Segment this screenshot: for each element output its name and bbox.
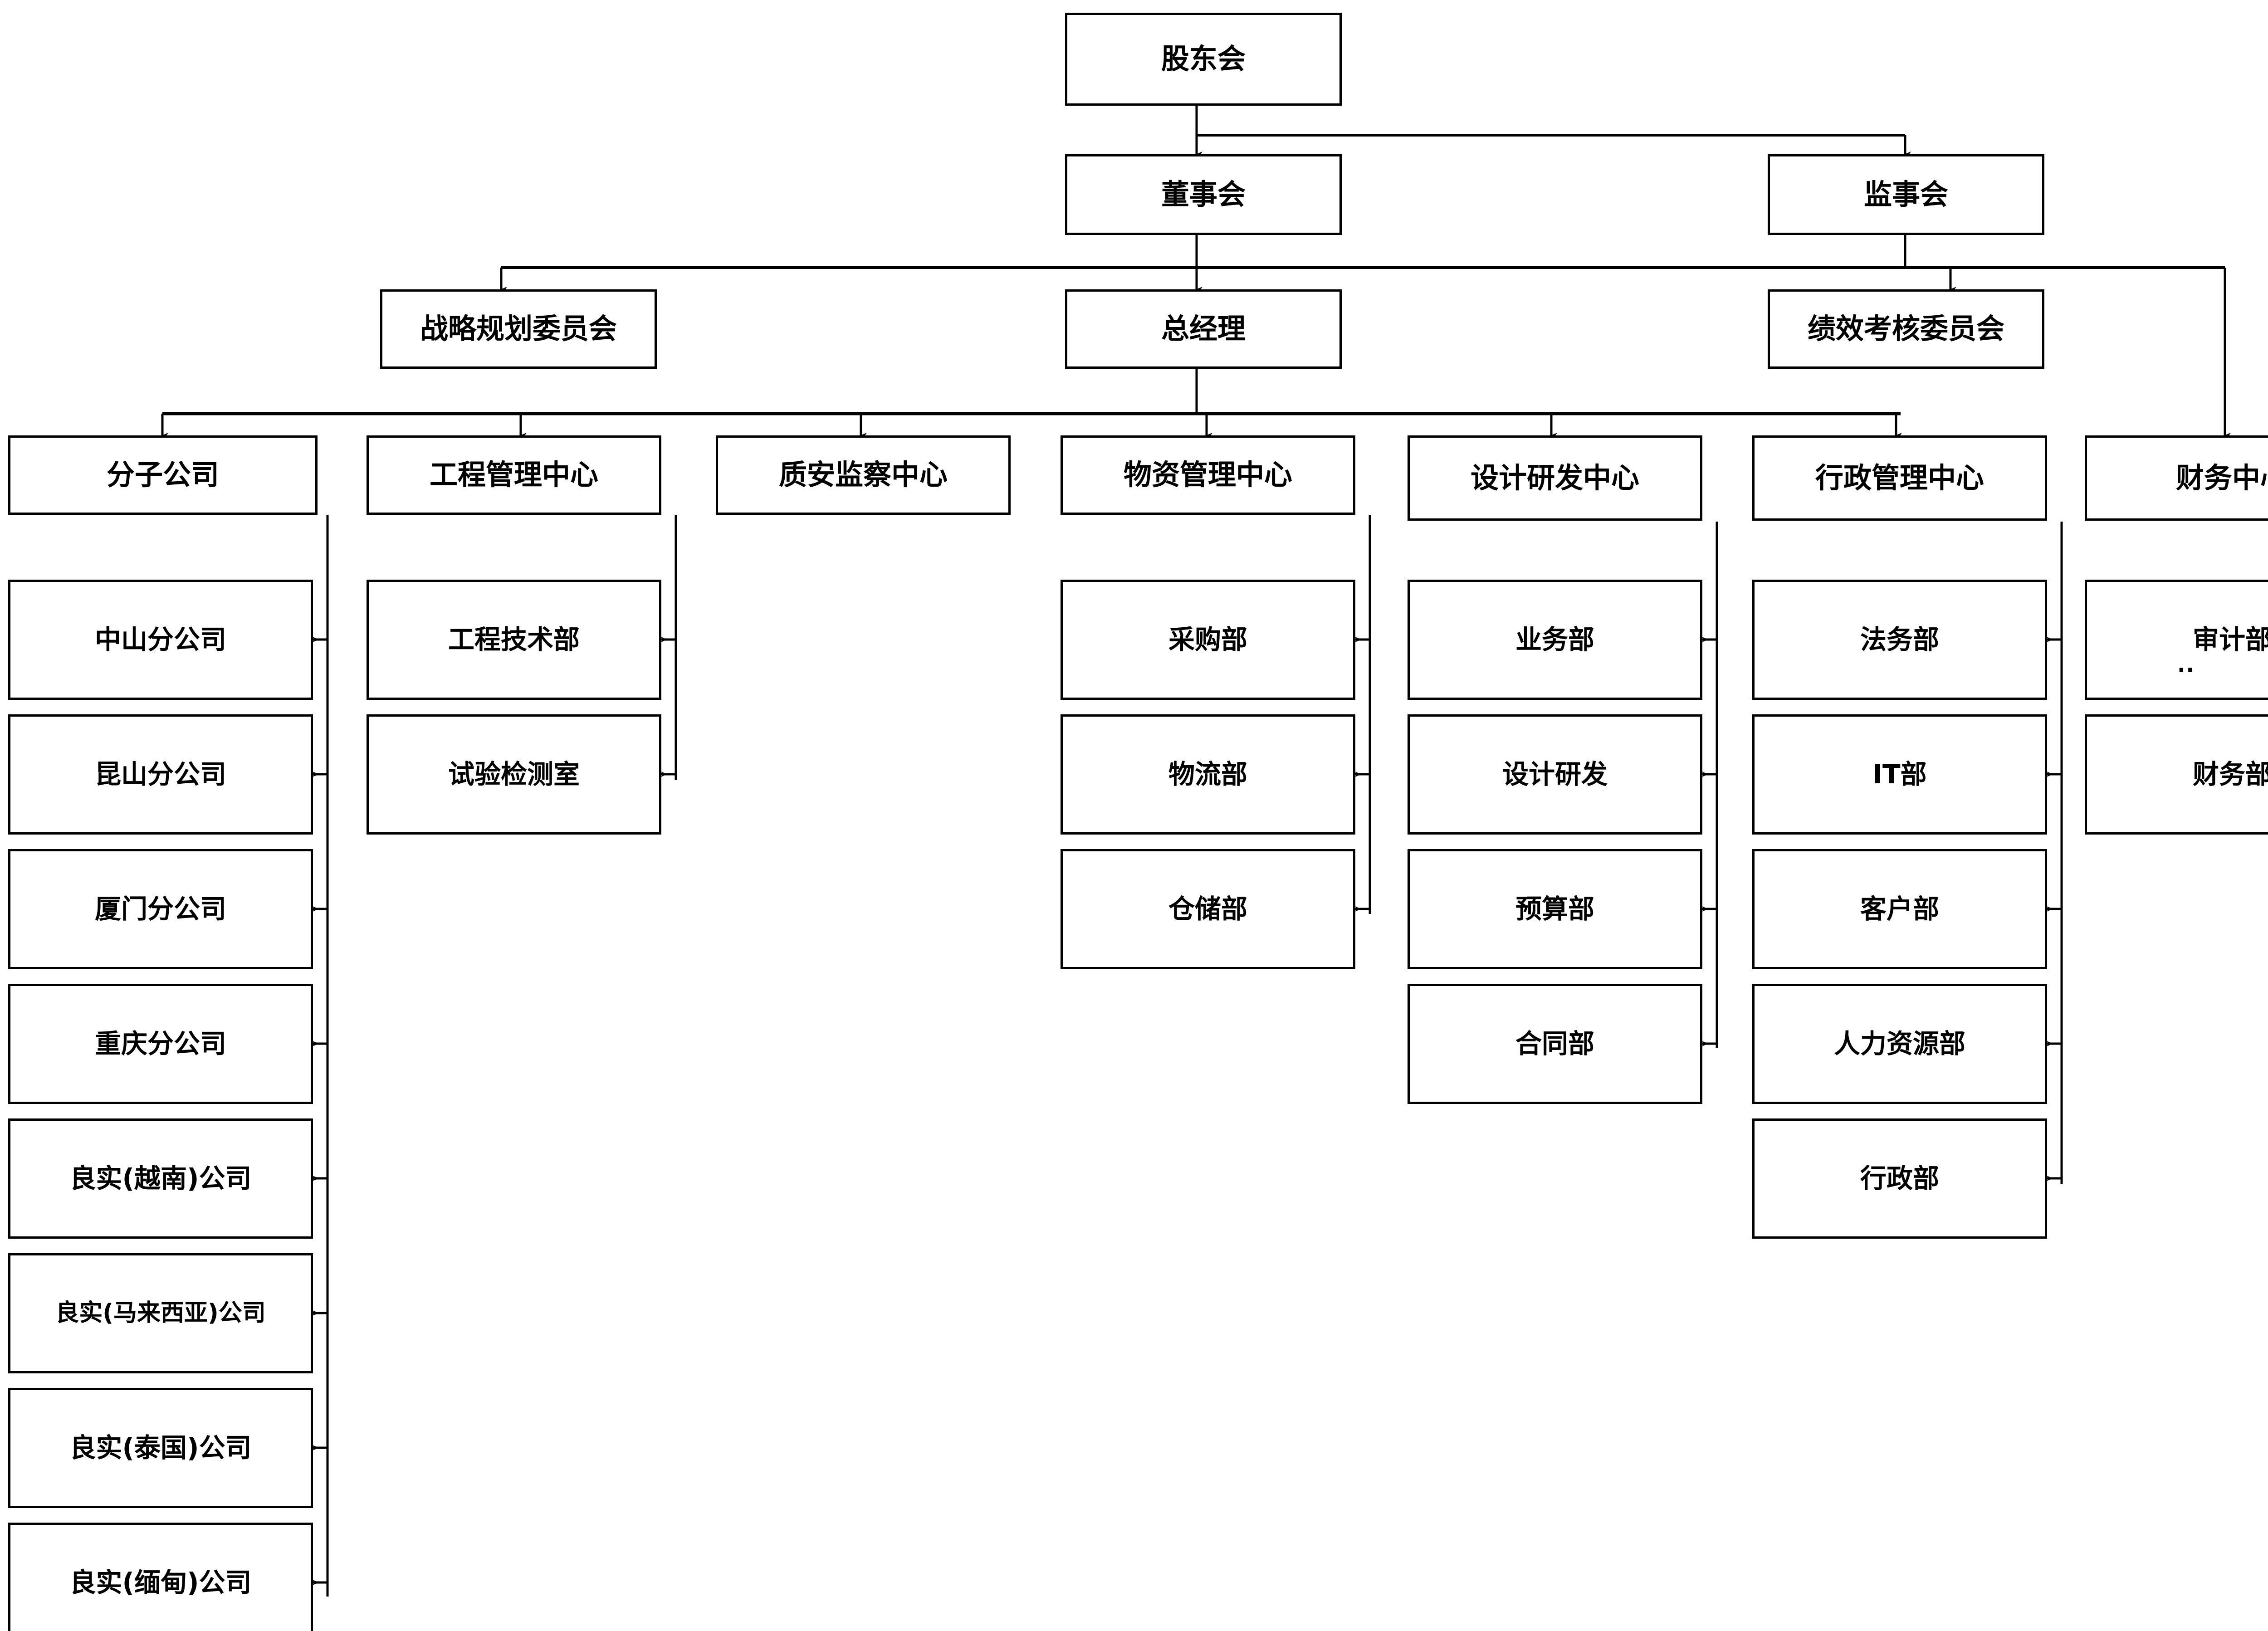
node-it-dept[interactable]: IT部 [1752,714,2047,835]
node-logistics-dept[interactable]: 物流部 [1061,714,1355,835]
node-audit-dept[interactable]: 审计部 [2085,580,2268,700]
bus-subsidiaries [313,515,329,1597]
node-kunshan-branch[interactable]: 昆山分公司 [8,714,313,835]
node-label: 物资管理中心 [1123,458,1292,492]
node-label: 审计部 [2192,624,2268,655]
node-shareholders-meeting[interactable]: 股东会 [1065,13,1342,106]
node-testing-laboratory[interactable]: 试验检测室 [367,714,661,835]
node-design-rd-center[interactable]: 设计研发中心 [1408,435,1702,521]
node-subsidiary-companies[interactable]: 分子公司 [8,435,318,515]
node-warehousing-dept[interactable]: 仓储部 [1061,849,1355,969]
node-liangshi-thailand-company[interactable]: 良实(泰国)公司 [8,1388,313,1508]
node-quality-safety-inspection-center[interactable]: 质安监察中心 [716,435,1011,515]
node-business-dept[interactable]: 业务部 [1408,580,1702,700]
node-design-rd-dept[interactable]: 设计研发 [1408,714,1702,835]
audit-box-stray-mark: .. [2177,652,2195,677]
node-human-resources-dept[interactable]: 人力资源部 [1752,984,2047,1104]
node-label: 良实(越南)公司 [69,1162,252,1194]
node-engineering-management-center[interactable]: 工程管理中心 [367,435,661,515]
bus-materials [1355,515,1371,914]
node-label: 合同部 [1515,1028,1594,1059]
node-label: 工程技术部 [448,624,580,655]
node-materials-management-center[interactable]: 物资管理中心 [1061,435,1355,515]
node-label: 人力资源部 [1833,1028,1965,1059]
node-label: 股东会 [1161,42,1246,76]
node-label: 分子公司 [106,458,219,492]
node-label: 厦门分公司 [94,893,226,924]
connectors-level3-4 [161,367,1902,438]
node-finance-dept[interactable]: 财务部 [2085,714,2268,835]
node-label: 物流部 [1168,758,1247,790]
node-performance-appraisal-committee[interactable]: 绩效考核委员会 [1768,289,2044,369]
node-label: 行政管理中心 [1815,461,1984,494]
node-liangshi-vietnam-company[interactable]: 良实(越南)公司 [8,1118,313,1239]
node-label: 客户部 [1860,893,1939,924]
node-board-of-supervisors[interactable]: 监事会 [1768,154,2044,235]
connectors-supervisor-to-finance [1904,234,2231,438]
node-chongqing-branch[interactable]: 重庆分公司 [8,984,313,1104]
node-label: 良实(缅甸)公司 [69,1567,252,1598]
node-label: 试验检测室 [448,758,580,790]
node-label: 良实(泰国)公司 [69,1432,252,1463]
node-label: 仓储部 [1168,893,1247,924]
node-procurement-dept[interactable]: 采购部 [1061,580,1355,700]
connectors-level1-2 [1195,104,1911,157]
node-engineering-technology-dept[interactable]: 工程技术部 [367,580,661,700]
node-label: 监事会 [1863,177,1948,211]
node-label: 工程管理中心 [429,458,598,492]
node-budget-dept[interactable]: 预算部 [1408,849,1702,969]
node-label: 设计研发 [1502,758,1608,790]
node-label: 业务部 [1515,624,1594,655]
node-finance-center[interactable]: 财务中心 [2085,435,2268,521]
connectors-level2-3 [500,234,1956,292]
node-label: 行政部 [1860,1162,1939,1194]
node-label: 财务部 [2192,758,2268,790]
bus-administration [2047,522,2063,1184]
node-label: 财务中心 [2175,461,2268,494]
node-label: 中山分公司 [94,624,226,655]
node-label: 绩效考核委员会 [1807,312,2004,346]
node-label: 总经理 [1161,312,1246,346]
node-administration-management-center[interactable]: 行政管理中心 [1752,435,2047,521]
node-label: 设计研发中心 [1470,461,1639,494]
node-customer-dept[interactable]: 客户部 [1752,849,2047,969]
bus-design-rd [1702,522,1718,1048]
node-board-of-directors[interactable]: 董事会 [1065,154,1342,235]
node-label: IT部 [1872,758,1927,790]
node-label: 预算部 [1515,893,1594,924]
node-label: 良实(马来西亚)公司 [55,1299,266,1327]
node-general-manager[interactable]: 总经理 [1065,289,1342,369]
node-xiamen-branch[interactable]: 厦门分公司 [8,849,313,969]
node-label: 战略规划委员会 [420,312,617,346]
node-administration-dept[interactable]: 行政部 [1752,1118,2047,1239]
node-legal-affairs-dept[interactable]: 法务部 [1752,580,2047,700]
node-contract-dept[interactable]: 合同部 [1408,984,1702,1104]
node-label: 昆山分公司 [94,758,226,790]
bus-engineering [661,515,677,780]
node-strategic-planning-committee[interactable]: 战略规划委员会 [380,289,657,369]
node-label: 董事会 [1161,177,1246,211]
node-liangshi-malaysia-company[interactable]: 良实(马来西亚)公司 [8,1253,313,1373]
node-zhongshan-branch[interactable]: 中山分公司 [8,580,313,700]
node-liangshi-myanmar-company[interactable]: 良实(缅甸)公司 [8,1523,313,1631]
node-label: 法务部 [1860,624,1939,655]
node-label: 重庆分公司 [94,1028,226,1059]
node-label: 采购部 [1168,624,1247,655]
node-label: 质安监察中心 [778,458,948,492]
